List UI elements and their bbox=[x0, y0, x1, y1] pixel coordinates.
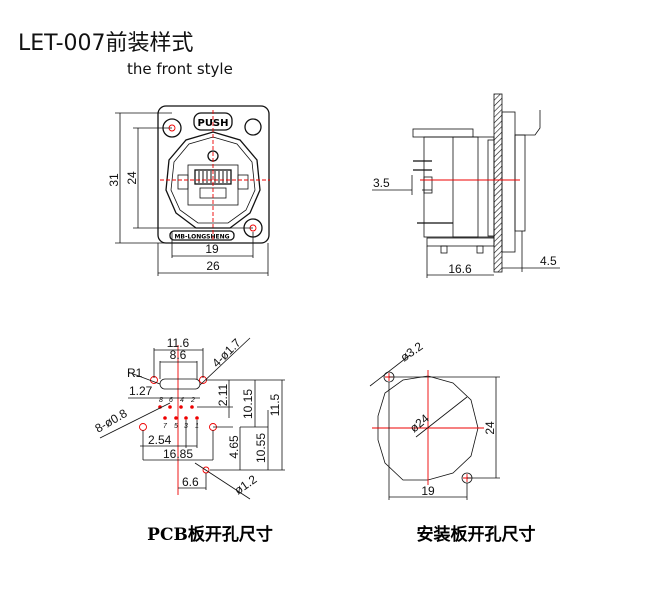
brand-strip: MB-LONGSHENG bbox=[174, 234, 229, 241]
pcb-layout: 8 6 4 2 7 5 3 1 11.6 8.6 4-ø1.7 R1 1.27 … bbox=[93, 335, 285, 500]
dim-mount-holes: 4-ø1.7 bbox=[209, 335, 244, 370]
dim-11-6: 11.6 bbox=[167, 336, 190, 350]
dim-3-5: 3.5 bbox=[373, 176, 390, 190]
dim-19: 19 bbox=[205, 242, 219, 256]
page-title: LET-007前装样式 bbox=[18, 31, 194, 56]
dim-2-11: 2.11 bbox=[216, 383, 230, 406]
pin-label: 5 bbox=[174, 423, 178, 430]
dim-16-85: 16.85 bbox=[163, 447, 193, 461]
side-view: 3.5 16.6 4.5 bbox=[372, 93, 560, 278]
pin-label: 6 bbox=[169, 397, 173, 404]
panel-caption: 安装板开孔尺寸 bbox=[417, 524, 536, 545]
dim-hole-1-2: ø1.2 bbox=[232, 472, 260, 497]
pcb-caption: PCB板开孔尺寸 bbox=[147, 524, 273, 545]
dim-4-5: 4.5 bbox=[540, 254, 557, 268]
dim-8-6: 8.6 bbox=[170, 348, 187, 362]
dim-4-65: 4.65 bbox=[227, 435, 241, 459]
nut-icon bbox=[244, 118, 262, 136]
dim-r1: R1 bbox=[127, 366, 143, 380]
pin-label: 7 bbox=[163, 423, 168, 430]
pin-label: 2 bbox=[190, 397, 195, 404]
dim-2-54: 2.54 bbox=[148, 433, 172, 447]
pin-label: 4 bbox=[180, 397, 184, 404]
dim-6-6: 6.6 bbox=[182, 475, 199, 489]
dim-10-55: 10.55 bbox=[254, 433, 268, 463]
dim-26: 26 bbox=[206, 259, 220, 273]
dim-19-width: 19 bbox=[421, 484, 435, 498]
dim-24: 24 bbox=[125, 171, 139, 185]
dim-hole-3-2: ø3.2 bbox=[398, 339, 426, 364]
dim-16-6: 16.6 bbox=[448, 262, 472, 276]
pin-label: 8 bbox=[159, 397, 163, 404]
dim-pins: 8-ø0.8 bbox=[93, 406, 130, 436]
page-subtitle: the front style bbox=[127, 60, 233, 78]
dim-24-height: 24 bbox=[483, 421, 497, 435]
dim-1-27: 1.27 bbox=[129, 384, 153, 398]
panel-cutout: ø3.2 ø24 24 19 bbox=[369, 339, 500, 500]
dim-10-15: 10.15 bbox=[241, 389, 255, 419]
front-view: PUSH MB-LONGSHENG 31 24 19 26 bbox=[107, 105, 270, 276]
dim-11-5: 11.5 bbox=[268, 393, 282, 416]
dim-31: 31 bbox=[107, 173, 121, 187]
